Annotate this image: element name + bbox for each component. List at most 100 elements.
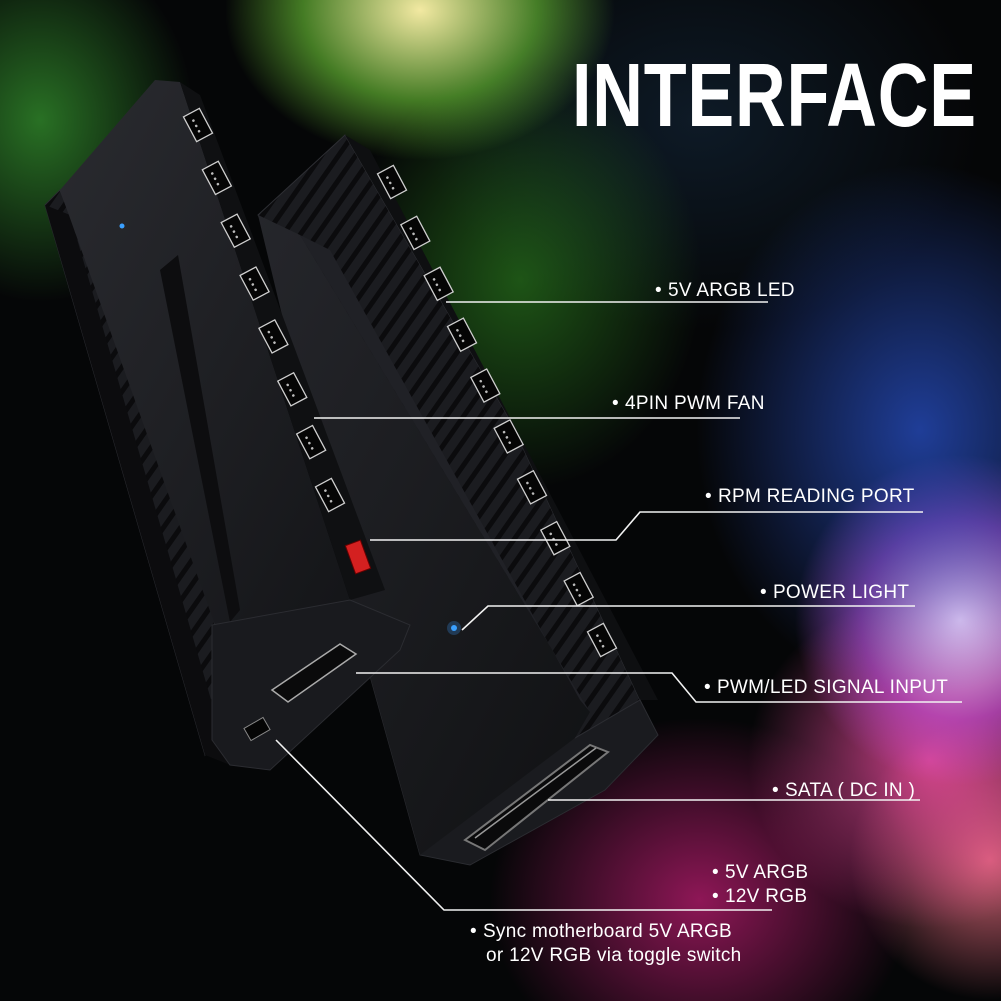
front-port-slot <box>276 371 308 407</box>
port-pin <box>502 430 506 434</box>
port-pin <box>596 634 599 637</box>
port-pin <box>485 390 488 394</box>
port-pin <box>391 186 395 190</box>
port-pin <box>555 543 558 546</box>
port-pin <box>505 436 509 439</box>
callout-text: PWM/LED SIGNAL INPUT <box>716 677 949 698</box>
front-port-slot <box>220 213 252 249</box>
rear-port-column <box>376 164 618 658</box>
power-light-led <box>451 625 457 631</box>
port-pin <box>578 594 582 597</box>
callout-text: SATA ( DC IN ) <box>784 780 916 801</box>
callout-text: 5V ARGB LED <box>667 280 795 301</box>
leader-sync <box>275 739 772 911</box>
port-pin <box>329 499 333 503</box>
port-pin <box>270 336 273 339</box>
callout-rpm-port: •RPM READING PORT <box>705 485 915 509</box>
rear-port-slot <box>469 368 501 404</box>
bullet: • <box>655 280 662 301</box>
port-pin <box>267 330 271 334</box>
port-pin <box>229 225 233 228</box>
port-pin <box>310 447 314 450</box>
bullet: • <box>704 677 711 698</box>
callout-text: 5V ARGB <box>724 862 809 883</box>
port-pin <box>192 119 195 122</box>
port-pin <box>197 129 201 133</box>
port-pin <box>213 177 217 181</box>
port-pin <box>432 278 436 281</box>
rpm-reading-port <box>344 539 372 575</box>
callout-signal-input: •PWM/LED SIGNAL INPUT <box>704 676 948 700</box>
port-pin <box>482 385 485 388</box>
callout-sync-line2: or 12V RGB via toggle switch <box>486 945 742 966</box>
rear-port-slot <box>563 571 595 607</box>
callout-sata: •SATA ( DC IN ) <box>772 779 915 803</box>
port-pin <box>254 288 257 292</box>
callout-text: 4PIN PWM FAN <box>624 393 765 414</box>
callout-5v-argb: •5V ARGB <box>712 861 808 885</box>
port-pin <box>324 489 327 492</box>
port-pin <box>456 329 459 332</box>
toggle-switch <box>243 716 271 742</box>
port-pin <box>412 232 415 236</box>
front-hub <box>44 80 411 771</box>
rear-port-slot <box>586 622 618 658</box>
front-port-slot <box>201 160 233 196</box>
port-pin <box>248 277 252 281</box>
port-pin <box>210 172 214 175</box>
bullet: • <box>712 862 719 883</box>
port-pin <box>458 334 462 337</box>
port-pin <box>598 639 602 643</box>
port-pin <box>415 237 418 241</box>
port-pin <box>292 394 295 397</box>
port-pin <box>194 124 198 128</box>
front-port-slot <box>182 107 214 143</box>
front-port-slot <box>295 424 327 460</box>
port-pin <box>251 283 255 286</box>
callout-sync-line1: •Sync motherboard 5V ARGB <box>470 920 732 944</box>
bullet: • <box>760 582 767 603</box>
port-pin <box>531 492 535 495</box>
page-title: INTERFACE <box>572 46 977 146</box>
bullet: • <box>772 780 779 801</box>
port-pin <box>526 481 529 485</box>
port-pin <box>409 227 413 230</box>
port-pin <box>232 230 236 233</box>
port-pin <box>435 283 439 287</box>
front-port-slot <box>239 266 270 302</box>
port-pin <box>308 441 311 445</box>
bullet: • <box>612 393 619 414</box>
port-pin <box>305 436 308 440</box>
rear-port-slot <box>516 469 548 505</box>
port-pin <box>572 583 576 587</box>
port-pin <box>388 181 392 185</box>
callout-pwm-fan: •4PIN PWM FAN <box>612 392 765 416</box>
callout-power-light: •POWER LIGHT <box>760 581 909 605</box>
callout-text: Sync motherboard 5V ARGB <box>482 921 732 942</box>
bullet: • <box>470 921 477 942</box>
rear-hub <box>257 134 659 866</box>
bullet: • <box>712 886 719 907</box>
port-pin <box>273 341 276 344</box>
port-pin <box>438 288 442 292</box>
rear-port-slot <box>423 266 455 302</box>
rear-port-slot <box>539 520 571 556</box>
port-pin <box>575 588 579 592</box>
rear-port-slot <box>399 215 431 251</box>
port-pin <box>289 388 292 392</box>
callout-text: RPM READING PORT <box>717 486 915 507</box>
port-pin <box>461 339 465 343</box>
rear-port-slot <box>493 418 525 454</box>
leader-signal-input <box>356 672 962 703</box>
port-pin <box>549 532 553 536</box>
leader-power-light <box>461 605 915 631</box>
callout-text: POWER LIGHT <box>772 582 910 603</box>
rear-port-slot <box>376 164 408 200</box>
leader-lines <box>275 301 962 911</box>
callout-12v-rgb: •12V RGB <box>712 885 807 909</box>
callout-argb-led: •5V ARGB LED <box>655 279 795 303</box>
leader-rpm-port <box>370 511 923 541</box>
port-pin <box>235 235 239 239</box>
port-pin <box>386 176 389 179</box>
